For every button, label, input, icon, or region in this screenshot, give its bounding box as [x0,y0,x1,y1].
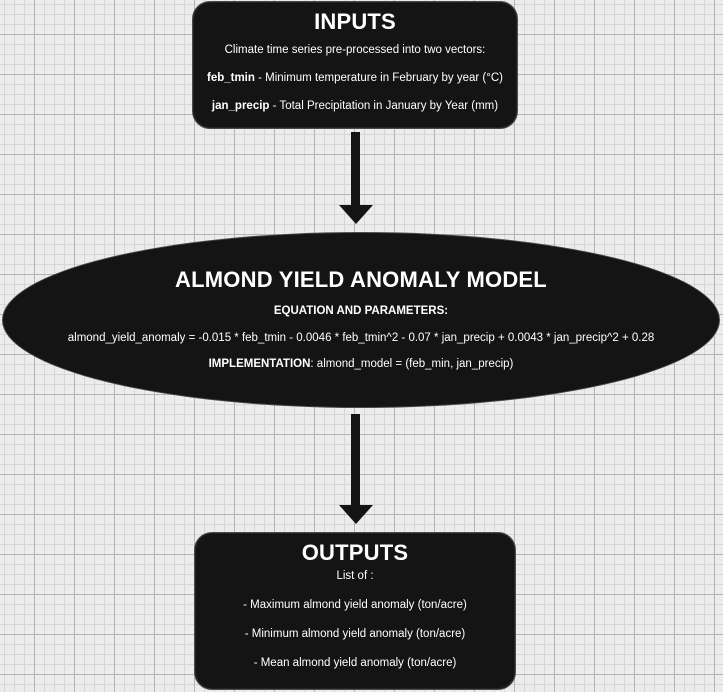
model-implementation-text: : almond_model = (feb_min, jan_precip) [310,358,514,370]
outputs-intro: List of : [336,570,374,582]
inputs-var-desc: - Total Precipitation in January by Year… [269,100,499,112]
model-implementation-label: IMPLEMENTATION [208,358,311,370]
outputs-item-min: - Minimum almond yield anomaly (ton/acre… [244,628,466,640]
model-implementation: IMPLEMENTATION: almond_model = (feb_min,… [3,358,719,370]
outputs-item-mean: - Mean almond yield anomaly (ton/acre) [253,657,457,669]
inputs-var-name: feb_tmin [206,72,255,84]
arrow-model-to-outputs [339,414,373,524]
model-title: ALMOND YIELD ANOMALY MODEL [175,267,547,292]
model-equation: almond_yield_anomaly = -0.015 * feb_tmin… [67,332,655,344]
inputs-var-feb-tmin: feb_tmin - Minimum temperature in Februa… [193,71,517,85]
inputs-var-name: jan_precip [211,100,270,112]
inputs-description: Climate time series pre-processed into t… [224,44,486,56]
model-equation-heading: EQUATION AND PARAMETERS: [273,305,449,317]
inputs-var-desc: - Minimum temperature in February by yea… [254,72,503,84]
outputs-item-max: - Maximum almond yield anomaly (ton/acre… [243,599,467,611]
inputs-node: INPUTS Climate time series pre-processed… [192,1,518,129]
model-node: ALMOND YIELD ANOMALY MODEL EQUATION AND … [2,232,720,408]
inputs-title: INPUTS [314,9,396,34]
arrow-inputs-to-model [339,132,373,224]
outputs-title: OUTPUTS [301,540,409,565]
outputs-node: OUTPUTS List of : - Maximum almond yield… [194,532,516,690]
inputs-var-jan-precip: jan_precip - Total Precipitation in Janu… [193,99,517,113]
